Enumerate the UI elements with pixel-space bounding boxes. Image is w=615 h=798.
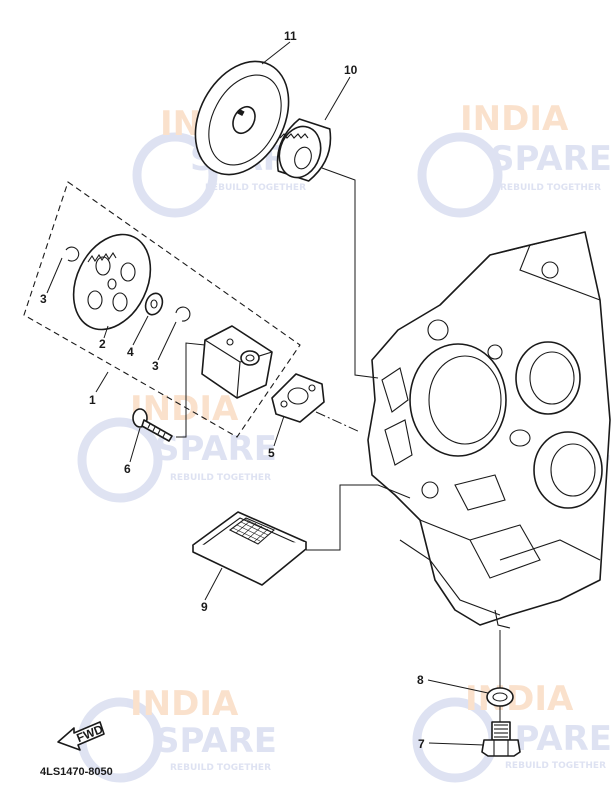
part-8-washer — [486, 687, 514, 707]
crankcase — [367, 231, 611, 629]
callout-6: 6 — [124, 462, 131, 476]
watermark-middle-left: INDIA SPARE REBUILD TOGETHER — [77, 389, 277, 503]
callout-4: 4 — [127, 345, 134, 359]
callout-9: 9 — [201, 600, 208, 614]
watermark-tagline: REBUILD TOGETHER — [205, 183, 306, 193]
fwd-label: FWD — [75, 722, 106, 745]
watermark-line2: SPARE — [155, 721, 277, 761]
assembly-boundary — [23, 181, 301, 438]
part-4-washer — [144, 292, 164, 316]
watermark-line2: SPARE — [490, 139, 612, 179]
callout-5: 5 — [268, 446, 275, 460]
watermark-line1: INDIA — [460, 99, 569, 139]
callout-1: 1 — [89, 393, 96, 407]
part-10-gear — [276, 118, 332, 182]
watermark-tagline: REBUILD TOGETHER — [170, 473, 271, 483]
callout-10: 10 — [344, 63, 358, 77]
callout-7: 7 — [418, 737, 425, 751]
watermark-top-right: INDIA SPARE REBUILD TOGETHER — [417, 99, 612, 218]
part-9-strainer — [192, 511, 307, 586]
watermark-bottom-right: INDIA SPARE REBUILD TOGETHER — [412, 679, 612, 783]
callout-8: 8 — [417, 673, 424, 687]
part-2-rotor — [72, 233, 152, 331]
part-3-clip-right — [175, 306, 191, 322]
part-3-clip-left — [65, 246, 80, 262]
watermark-bottom-left: INDIA SPARE REBUILD TOGETHER — [77, 684, 277, 783]
part-6-screw — [132, 408, 173, 442]
part-5-gasket — [271, 373, 325, 423]
callout-11: 11 — [284, 29, 297, 43]
callout-2: 2 — [99, 337, 106, 351]
pump-body — [201, 325, 273, 399]
watermark-tagline: REBUILD TOGETHER — [170, 763, 271, 773]
diagram-code: 4LS1470-8050 — [40, 766, 113, 778]
part-7-drain-bolt — [481, 721, 521, 757]
path-gear-to-case — [321, 167, 379, 379]
path-gasket-to-case — [315, 411, 361, 433]
watermark-line1: INDIA — [130, 684, 239, 724]
callout-3-right: 3 — [152, 359, 159, 373]
watermark-line1: INDIA — [465, 679, 574, 719]
path-strainer-to-case — [306, 484, 411, 551]
callout-3-left: 3 — [40, 292, 47, 306]
path-screw-to-pump — [176, 342, 206, 438]
watermark-tagline: REBUILD TOGETHER — [505, 761, 606, 771]
part-11-gear — [194, 60, 290, 176]
watermark-tagline: REBUILD TOGETHER — [500, 183, 601, 193]
watermark-line2: SPARE — [155, 429, 277, 469]
